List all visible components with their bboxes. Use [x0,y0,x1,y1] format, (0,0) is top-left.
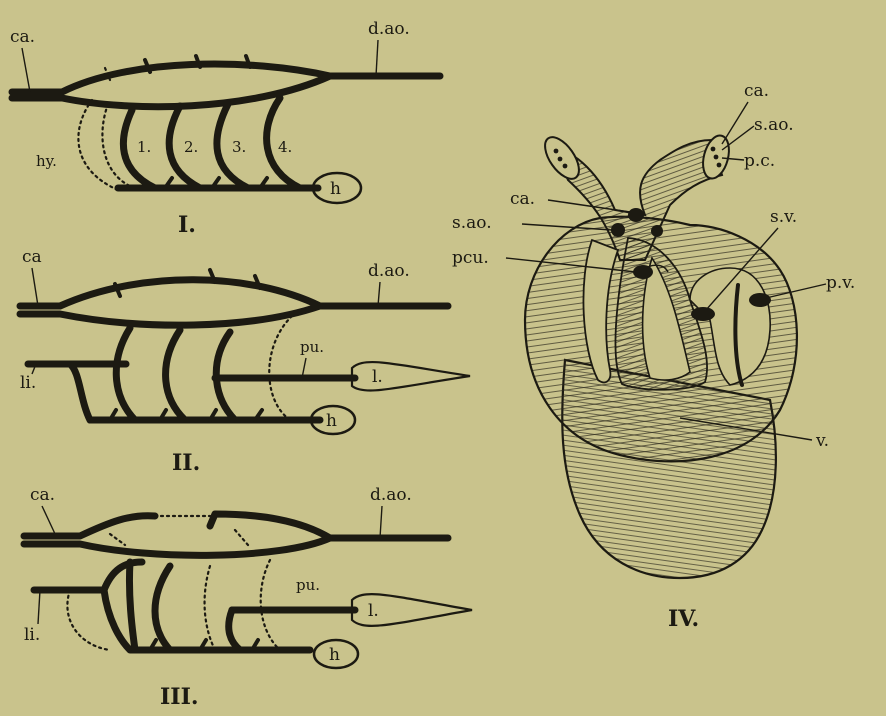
figure-iii: h l. ca. d.ao. pu. li. III. [24,485,472,710]
label-pcu: pcu. [452,248,489,268]
label-arch-3: 3. [232,138,246,156]
label-h: h [329,645,340,665]
label-hy: hy. [36,152,57,170]
label-v: v. [815,431,829,451]
figure-numeral: II. [172,450,200,476]
label-h: h [330,179,341,199]
label-dao: d.ao. [370,485,412,505]
label-l: l. [372,367,383,387]
leader-dao [376,40,378,76]
label-dao: d.ao. [368,19,410,39]
label-l: l. [368,601,379,621]
leader-sao-top [722,126,754,150]
label-ca-top: ca. [744,81,769,101]
label-li: li. [24,625,40,645]
figure-numeral: I. [178,212,196,238]
label-arch-2: 2. [184,138,198,156]
figure-numeral: IV. [668,606,699,632]
label-sao-left: s.ao. [452,213,492,233]
label-arch-4: 4. [278,138,292,156]
label-arch-1: 1. [137,138,151,156]
figure-i: h ca. d.ao. hy. 1. 2. 3. 4. I. [10,19,440,238]
label-ca: ca [22,247,42,267]
label-pv: p.v. [826,273,855,293]
lung-shape-ii [352,362,470,390]
label-sv: s.v. [770,207,797,227]
figure-i-vessels [12,56,440,190]
label-ca: ca. [10,27,35,47]
label-pc: p.c. [744,151,775,171]
figure-iii-vessels [24,514,448,650]
leader-dao [380,506,382,538]
figure-numeral: III. [160,684,199,710]
figure-ii: h l. ca d.ao. pu. li. II. [20,247,470,476]
label-dao: d.ao. [368,261,410,281]
figure-iv: ca. s.ao. p.c. ca. s.ao. pcu. s.v. p.v. … [452,81,855,632]
leader-li [38,590,40,624]
leader-dao [378,282,380,306]
leader-ca-top [722,102,748,144]
label-ca-left: ca. [510,189,535,209]
label-h: h [326,411,337,431]
label-pu: pu. [296,576,320,594]
leader-ca [32,268,38,306]
leader-ca [42,506,56,536]
label-li: li. [20,373,36,393]
label-pu: pu. [300,338,324,356]
figure-ii-vessels [20,270,448,420]
label-ca: ca. [30,485,55,505]
leader-ca [22,48,30,92]
label-sao-top: s.ao. [754,115,794,135]
